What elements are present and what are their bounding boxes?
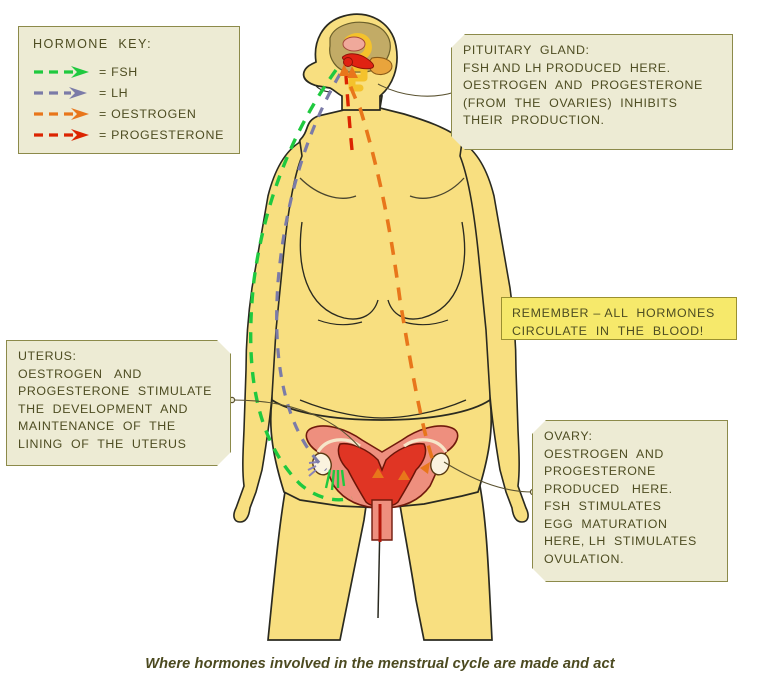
callout-ovary: OVARY: OESTROGEN AND PROGESTERONE PRODUC… [532, 420, 728, 582]
legend-item-fsh[interactable]: = FSH [33, 61, 227, 82]
uterus-line-6: LINING OF THE UTERUS [18, 436, 187, 451]
cervix-vagina [371, 499, 393, 541]
oestrogen-arrow-icon [33, 107, 95, 121]
uterus-line-2: OESTROGEN AND [18, 366, 142, 381]
ovary-line-4: PRODUCED HERE. [544, 481, 673, 496]
right-leg [397, 485, 493, 641]
connector-uterus [231, 399, 361, 449]
left-underbust [317, 319, 363, 326]
ovary-line-1: OVARY: [544, 429, 593, 443]
right-clavicle [409, 177, 465, 199]
connector-pituitary [377, 83, 456, 97]
oestrogen-arrowhead-pituitary [339, 64, 350, 76]
thalamus [342, 36, 366, 52]
hip-line [299, 399, 467, 419]
right-underbust [403, 319, 449, 326]
left-breast [299, 221, 379, 320]
hormone-key-legend: HORMONE KEY: = FSH = LH [18, 26, 240, 154]
oestrogen-arrowhead-ovary [420, 462, 430, 474]
legend-label-fsh: = FSH [99, 64, 138, 79]
right-fallopian-tube [403, 438, 448, 453]
fsh-arrow-icon [33, 65, 95, 79]
nose [302, 71, 313, 85]
oestrogen-path [344, 69, 434, 459]
connector-ovary [443, 461, 534, 493]
right-breast [387, 221, 466, 320]
fsh-path [249, 69, 353, 502]
pituitary-line-1: PITUITARY GLAND: [463, 43, 590, 57]
left-leg [267, 485, 369, 641]
callout-pituitary-gland: PITUITARY GLAND: FSH AND LH PRODUCED HER… [451, 34, 733, 150]
pituitary-line-3: OESTROGEN AND PROGESTERONE [463, 78, 703, 92]
uterus-line-1: UTERUS: [18, 349, 77, 363]
ovary-line-5: FSH STIMULATES [544, 499, 662, 513]
left-clavicle [299, 177, 357, 199]
pituitary-line-4: (FROM THE OVARIES) INHIBITS [463, 95, 678, 110]
lh-path [275, 73, 342, 472]
reproductive-system [305, 425, 459, 542]
callout-uterus: UTERUS: OESTROGEN AND PROGESTERONE STIMU… [6, 340, 231, 466]
egg-release-marks [324, 469, 346, 491]
legend-label-progesterone: = PROGESTERONE [99, 127, 225, 142]
legend-label-lh: = LH [99, 85, 129, 100]
legend-item-oestrogen[interactable]: = OESTROGEN [33, 103, 227, 124]
ovary-line-7: HERE, LH STIMULATES [544, 534, 697, 548]
right-arm [459, 140, 529, 523]
pituitary-lobe [343, 57, 353, 67]
remember-line-2: CIRCULATE IN THE BLOOD! [512, 324, 704, 338]
pituitary-line-2: FSH AND LH PRODUCED HERE. [463, 60, 671, 75]
pituitary-line-5: THEIR PRODUCTION. [463, 113, 605, 127]
body-silhouette [233, 13, 529, 641]
remember-line-1: REMEMBER – ALL HORMONES [512, 306, 715, 320]
uterus-line-5: MAINTENANCE OF THE [18, 419, 176, 433]
ovary-line-8: OVULATION. [544, 551, 625, 566]
lh-arrow-icon [33, 86, 95, 100]
oestrogen-arrowhead-uterus [372, 468, 384, 478]
legend-item-lh[interactable]: = LH [33, 82, 227, 103]
ovary-right [430, 452, 450, 476]
progesterone-path [344, 75, 354, 151]
uterus-line-4: THE DEVELOPMENT AND [18, 401, 189, 416]
ovary-line-6: EGG MATURATION [544, 516, 668, 531]
legend-label-oestrogen: = OESTROGEN [99, 106, 197, 121]
progesterone-arrowhead-pituitary [347, 66, 358, 78]
ovary-follicle-marks [307, 461, 318, 477]
figure-caption: Where hormones involved in the menstrual… [145, 656, 615, 672]
legend-item-progesterone[interactable]: = PROGESTERONE [33, 124, 227, 145]
hormone-pathways [249, 64, 434, 502]
remember-note: REMEMBER – ALL HORMONES CIRCULATE IN THE… [501, 297, 737, 340]
uterus-line-3: PROGESTERONE STIMULATE [18, 384, 212, 398]
ovary-line-3: PROGESTERONE [544, 464, 656, 478]
ovary-line-2: OESTROGEN AND [544, 446, 664, 461]
legend-title: HORMONE KEY: [33, 37, 152, 51]
progesterone-arrowhead-uterus [398, 470, 410, 480]
progesterone-arrow-icon [33, 128, 95, 142]
